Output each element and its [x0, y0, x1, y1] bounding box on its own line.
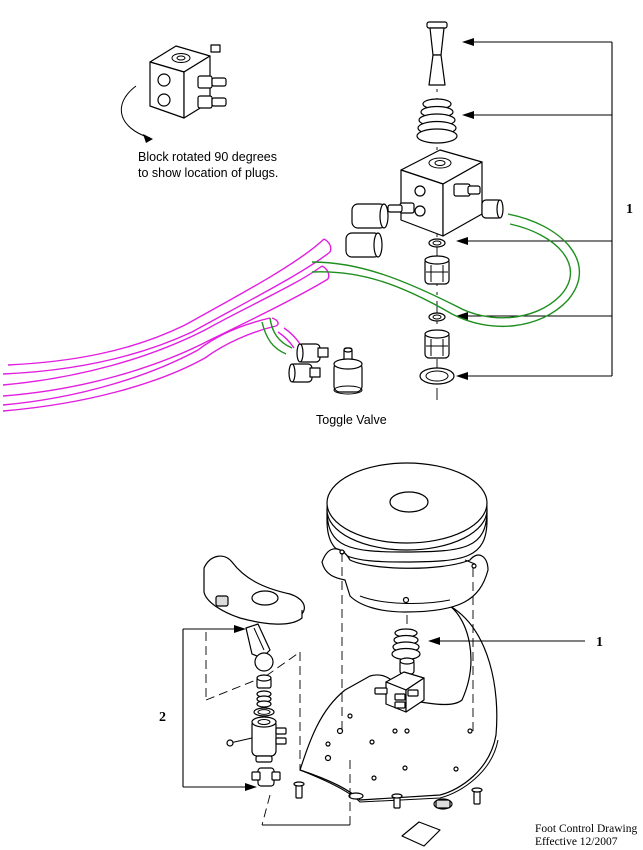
small-cylinder [256, 674, 272, 689]
o-ring-left [253, 707, 275, 717]
cover-skirt-ring [321, 547, 489, 613]
footer-title: Foot Control Drawing [535, 823, 637, 835]
foot-pad-square [401, 821, 441, 847]
barbed-fitting-lower [251, 767, 281, 787]
check-valve-lower [424, 329, 450, 359]
toggle-valve [288, 343, 363, 395]
footer-effective-date: Effective 12/2007 [535, 836, 618, 848]
main-valve-block [387, 149, 483, 237]
pedal-cover [326, 462, 488, 563]
check-valve-upper [424, 255, 450, 285]
callout-1-bottom-leader [428, 637, 585, 645]
green-air-tubes [261, 213, 581, 355]
plug-single-right [481, 199, 504, 219]
toggle-plug-lower [288, 363, 321, 383]
block-barb-fitting-upper [197, 75, 227, 89]
spring-upper [416, 98, 458, 144]
cross-pin [226, 737, 253, 747]
o-ring-small-lower [428, 312, 446, 322]
rotated-valve-block [120, 44, 227, 143]
lower-valve-block [374, 657, 425, 713]
o-ring-small-upper [428, 238, 446, 248]
base-screws-and-feet [293, 781, 483, 810]
toggle-plug-upper [296, 343, 329, 363]
callout-2-leaders [182, 625, 257, 791]
plunger-pin [426, 21, 448, 86]
callout-1-bottom-right: 1 [596, 635, 603, 650]
cam-plunger [245, 623, 274, 672]
toggle-valve-body [251, 716, 287, 763]
spring-small-left [256, 690, 272, 708]
block-barb-fitting-lower [197, 95, 227, 109]
pink-air-tubes [2, 238, 332, 412]
callout-1-top: 1 [626, 202, 633, 217]
plug-pair-left [345, 203, 389, 258]
spring-lower [391, 628, 421, 661]
block-rotation-note-line2: to show location of plugs. [138, 166, 278, 180]
block-rotation-note-line1: Block rotated 90 degrees [138, 150, 277, 164]
foot-pedal-lever [203, 555, 305, 625]
toggle-valve-label: Toggle Valve [316, 413, 387, 427]
o-ring-large [419, 367, 455, 385]
callout-1-top-leaders [456, 38, 613, 380]
callout-2-bottom-left: 2 [159, 710, 166, 725]
